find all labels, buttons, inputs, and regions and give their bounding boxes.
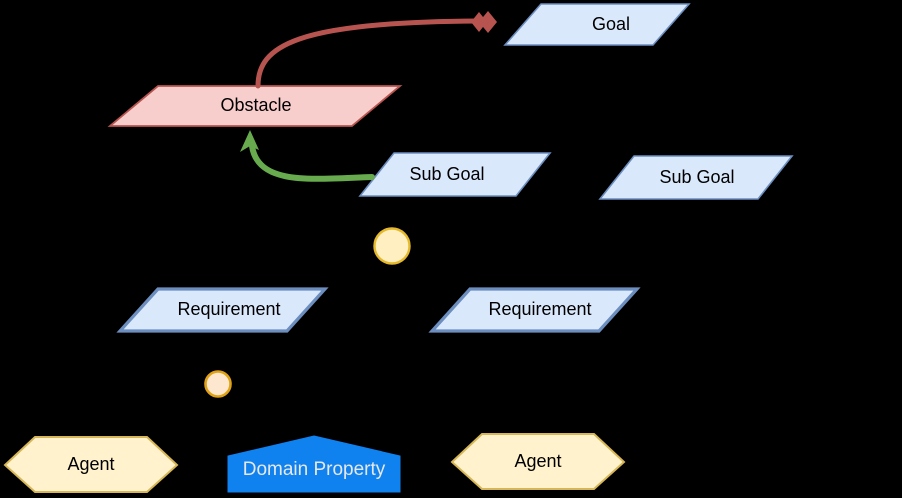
agent-right-shape[interactable] (450, 433, 626, 490)
obstacle-shape[interactable] (107, 85, 403, 127)
edge-refinement-lower-to-agent-left[interactable] (107, 394, 211, 437)
node-obstacle[interactable]: Obstacle (107, 85, 403, 127)
requirement-right-shape[interactable] (428, 287, 641, 333)
obstruction-curve[interactable] (255, 18, 481, 89)
node-refinement-lower[interactable] (204, 370, 232, 398)
node-agent-right[interactable]: Agent (450, 433, 626, 490)
node-subgoal-left[interactable]: Sub Goal (358, 152, 552, 197)
node-subgoal-right[interactable]: Sub Goal (598, 155, 794, 200)
requirement-left-shape[interactable] (116, 287, 329, 333)
agent-left-shape[interactable] (3, 436, 179, 493)
edge-obstruction[interactable] (255, 11, 497, 89)
node-domain-property[interactable]: Domain Property (227, 435, 401, 493)
edge-resolution[interactable] (240, 130, 375, 182)
edge-refinement-upper-to-requirement-left[interactable] (244, 255, 379, 289)
obstruction-marker-diamond-outer (479, 11, 497, 33)
node-goal[interactable]: Goal (503, 3, 691, 46)
node-refinement-upper[interactable] (373, 227, 411, 265)
edge-requirement-left-to-refinement-lower[interactable] (218, 331, 229, 372)
resolution-curve[interactable] (249, 143, 375, 182)
connector-edges (107, 45, 706, 437)
node-agent-left[interactable]: Agent (3, 436, 179, 493)
edge-requirement-right-to-agent-right[interactable] (529, 331, 538, 434)
node-requirement-right[interactable]: Requirement (428, 287, 641, 333)
refinement-lower-circle[interactable] (204, 370, 232, 398)
goal-shape[interactable] (503, 3, 691, 46)
subgoal-right-shape[interactable] (598, 155, 794, 200)
refinement-upper-circle[interactable] (373, 227, 411, 265)
edge-goal-to-subgoal-left[interactable] (469, 45, 561, 153)
subgoal-left-shape[interactable] (358, 152, 552, 197)
edge-subgoal-left-to-refinement-upper[interactable] (399, 195, 449, 231)
edge-refinement-upper-to-requirement-right[interactable] (405, 255, 528, 289)
resolution-arrowhead (240, 130, 259, 152)
domain-property-shape[interactable] (227, 435, 401, 493)
edge-goal-to-subgoal-right[interactable] (614, 45, 706, 156)
obstruction-marker-diamond-inner (471, 12, 487, 32)
edge-refinement-lower-to-domain-property[interactable] (227, 394, 293, 437)
node-requirement-left[interactable]: Requirement (116, 287, 329, 333)
